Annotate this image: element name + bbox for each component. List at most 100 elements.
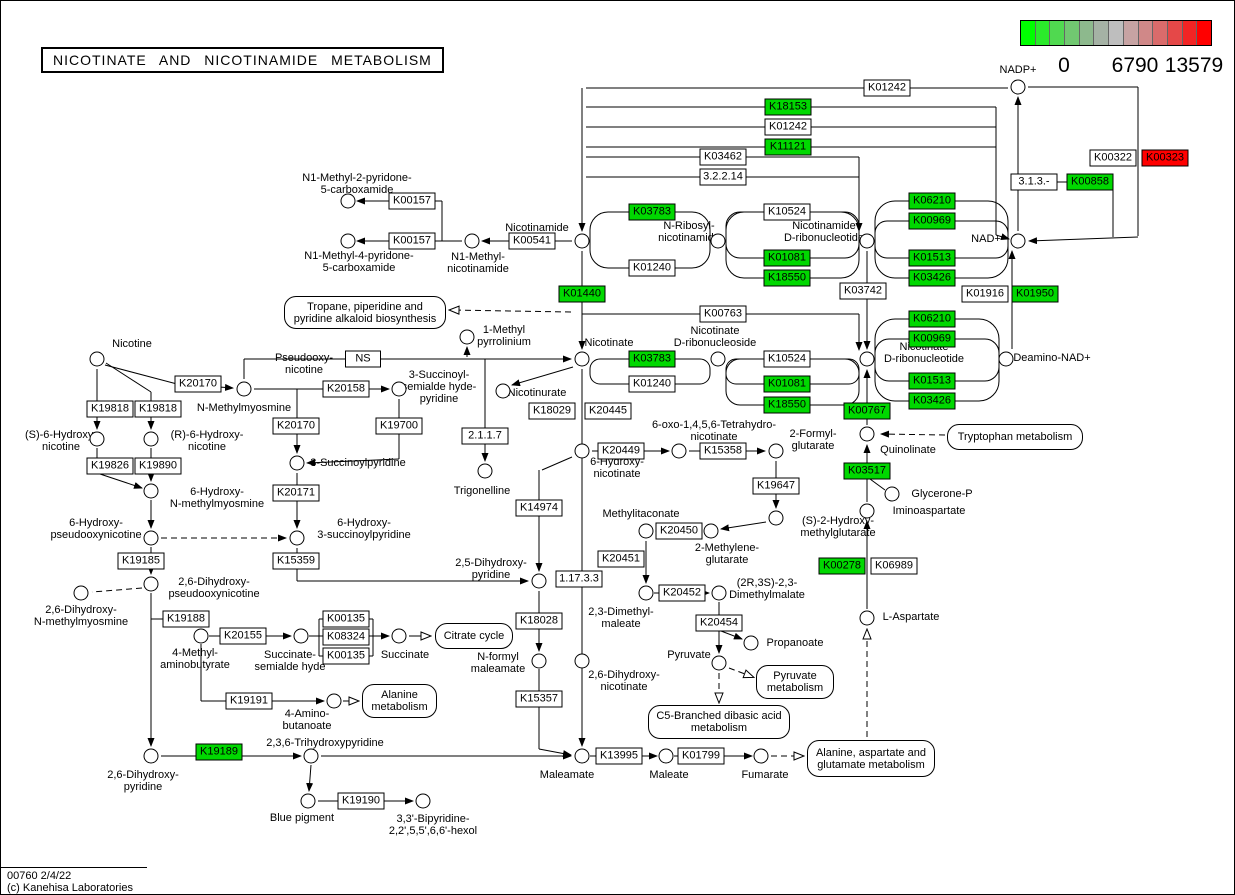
enzyme-box-K03462[interactable]: K03462: [699, 148, 747, 166]
compound-nicotinate-d-ribonucleotide[interactable]: [859, 351, 875, 367]
enzyme-box-K20454[interactable]: K20454: [695, 614, 743, 632]
compound-n-formylmaleamate[interactable]: [531, 653, 547, 669]
enzyme-box-K00157[interactable]: K00157: [388, 192, 436, 210]
compound-nicotinate-d-ribonucleoside[interactable]: [710, 351, 726, 367]
enzyme-box-K01242[interactable]: K01242: [764, 118, 812, 136]
compound-2-5-dihydroxypyridine[interactable]: [531, 573, 547, 589]
enzyme-box-K19189[interactable]: K19189: [195, 743, 243, 761]
compound-methylitaconate[interactable]: [638, 523, 654, 539]
compound-2-6-dihydroxynicotinate[interactable]: [574, 653, 590, 669]
enzyme-box-K20445[interactable]: K20445: [584, 402, 632, 420]
compound-2-methyleneglutarate[interactable]: [703, 523, 719, 539]
pathway-link-citrate-cycle[interactable]: Citrate cycle: [435, 623, 513, 649]
enzyme-box-K10524[interactable]: K10524: [763, 203, 811, 221]
compound-1-methylpyrrolinium[interactable]: [459, 329, 475, 345]
enzyme-box-K11121[interactable]: K11121: [764, 138, 812, 156]
enzyme-box-K00157[interactable]: K00157: [388, 232, 436, 250]
pathway-link-alanine-aspartate-and-glutamate-metaboli[interactable]: Alanine, aspartate and glutamate metabol…: [807, 740, 935, 777]
compound-pseudooxynicotine[interactable]: [236, 381, 252, 397]
enzyme-box-2.1.1.7[interactable]: 2.1.1.7: [461, 427, 509, 445]
enzyme-box-K00541[interactable]: K00541: [508, 232, 556, 250]
enzyme-box-1.17.3.3[interactable]: 1.17.3.3: [555, 570, 603, 588]
enzyme-box-K00322[interactable]: K00322: [1089, 149, 1137, 167]
compound-n1-methyl-nicotinamide[interactable]: [464, 233, 480, 249]
compound-n1-methyl-4-pyridone-5-carboxamide[interactable]: [340, 233, 356, 249]
compound-3-succinoyl-semialdehyde-pyridine[interactable]: [391, 381, 407, 397]
enzyme-box-K06210[interactable]: K06210: [908, 192, 956, 210]
enzyme-box-K18550[interactable]: K18550: [763, 269, 811, 287]
pathway-link-pyruvate-metabolism[interactable]: Pyruvate metabolism: [756, 665, 834, 699]
compound-2-formylglutarate[interactable]: [768, 443, 784, 459]
enzyme-box-K19700[interactable]: K19700: [375, 417, 423, 435]
compound-nadp[interactable]: [1010, 79, 1026, 95]
compound-pyruvate[interactable]: [711, 655, 727, 671]
compound-6-hydroxypseudooxynicotine[interactable]: [143, 530, 159, 546]
enzyme-box-K20452[interactable]: K20452: [658, 584, 706, 602]
compound-4-aminobutanoate[interactable]: [326, 693, 342, 709]
enzyme-box-K20449[interactable]: K20449: [597, 442, 645, 460]
compound-nicotinate[interactable]: [574, 351, 590, 367]
enzyme-box-K19818[interactable]: K19818: [86, 400, 134, 418]
compound-2r-3s-2-3-dimethylmalate[interactable]: [711, 585, 727, 601]
enzyme-box-K00135[interactable]: K00135: [322, 610, 370, 628]
enzyme-box-NS[interactable]: NS: [345, 350, 381, 368]
compound-nicotinamide[interactable]: [574, 233, 590, 249]
compound-6-hydroxy-n-methylmyosmine[interactable]: [143, 483, 159, 499]
enzyme-box-K19647[interactable]: K19647: [752, 477, 800, 495]
enzyme-box-K01799[interactable]: K01799: [677, 747, 725, 765]
enzyme-box-K06989[interactable]: K06989: [870, 557, 918, 575]
compound-s-6-hydroxynicotine[interactable]: [89, 431, 105, 447]
enzyme-box-K00323[interactable]: K00323: [1141, 149, 1189, 167]
compound-deamino-nad[interactable]: [998, 351, 1014, 367]
compound-succinate-semialdehyde[interactable]: [293, 628, 309, 644]
enzyme-box-K06210[interactable]: K06210: [908, 310, 956, 328]
enzyme-box-K15359[interactable]: K15359: [272, 552, 320, 570]
compound-3-succinoylpyridine[interactable]: [289, 455, 305, 471]
compound-n-ribosyl-nicotinamide[interactable]: [710, 233, 726, 249]
enzyme-box-K01440[interactable]: K01440: [558, 285, 606, 303]
compound-2-3-dimethylmaleate[interactable]: [638, 585, 654, 601]
compound-6-oxo-1-4-5-6-tetrahydronicotinate[interactable]: [671, 443, 687, 459]
compound-4-methylaminobutyrate[interactable]: [193, 628, 209, 644]
enzyme-box-K01240[interactable]: K01240: [628, 375, 676, 393]
compound-nicotinamide-d-ribonucleotide[interactable]: [859, 233, 875, 249]
enzyme-box-K20451[interactable]: K20451: [597, 550, 645, 568]
compound-trigonelline[interactable]: [477, 463, 493, 479]
compound-6-hydroxy-3-succinoylpyridine[interactable]: [289, 530, 305, 546]
compound-2-6-dihydroxypyridine[interactable]: [143, 748, 159, 764]
enzyme-box-K15358[interactable]: K15358: [699, 442, 747, 460]
pathway-link-tropane-piperidine-and-pyridine-alkaloid[interactable]: Tropane, piperidine and pyridine alkaloi…: [284, 296, 446, 329]
enzyme-box-K01081[interactable]: K01081: [763, 375, 811, 393]
compound-l-aspartate[interactable]: [859, 610, 875, 626]
compound-2-6-dihydroxypseudooxynicotine[interactable]: [143, 576, 159, 592]
enzyme-box-K03783[interactable]: K03783: [628, 203, 676, 221]
compound-nicotinurate[interactable]: [495, 383, 511, 399]
enzyme-box-K19190[interactable]: K19190: [337, 792, 385, 810]
pathway-link-alanine-metabolism[interactable]: Alanine metabolism: [362, 684, 437, 718]
compound-glycerone-p[interactable]: [884, 486, 900, 502]
enzyme-box-K01242[interactable]: K01242: [863, 79, 911, 97]
compound-r-6-hydroxynicotine[interactable]: [143, 431, 159, 447]
enzyme-box-K19826[interactable]: K19826: [86, 457, 134, 475]
enzyme-box-K18153[interactable]: K18153: [764, 98, 812, 116]
enzyme-box-K01513[interactable]: K01513: [908, 249, 956, 267]
compound-6-hydroxynicotinate[interactable]: [574, 443, 590, 459]
compound-propanoate[interactable]: [743, 635, 759, 651]
enzyme-box-K20170[interactable]: K20170: [272, 417, 320, 435]
enzyme-box-K01513[interactable]: K01513: [908, 372, 956, 390]
enzyme-box-K00767[interactable]: K00767: [843, 402, 891, 420]
enzyme-box-K20450[interactable]: K20450: [655, 522, 703, 540]
enzyme-box-K18550[interactable]: K18550: [763, 396, 811, 414]
enzyme-box-K13995[interactable]: K13995: [595, 747, 643, 765]
enzyme-box-3.1.3.-[interactable]: 3.1.3.-: [1010, 173, 1058, 191]
enzyme-box-K19188[interactable]: K19188: [162, 610, 210, 628]
enzyme-box-K19185[interactable]: K19185: [117, 552, 165, 570]
enzyme-box-K00858[interactable]: K00858: [1066, 173, 1114, 191]
enzyme-box-K19818[interactable]: K19818: [134, 400, 182, 418]
compound-2-3-6-trihydroxypyridine[interactable]: [303, 748, 319, 764]
enzyme-box-K00969[interactable]: K00969: [908, 330, 956, 348]
compound-iminoaspartate[interactable]: [859, 503, 875, 519]
enzyme-box-K18029[interactable]: K18029: [528, 402, 576, 420]
compound-3-3-bipyridine-hexol[interactable]: [415, 793, 431, 809]
enzyme-box-K01950[interactable]: K01950: [1011, 285, 1059, 303]
